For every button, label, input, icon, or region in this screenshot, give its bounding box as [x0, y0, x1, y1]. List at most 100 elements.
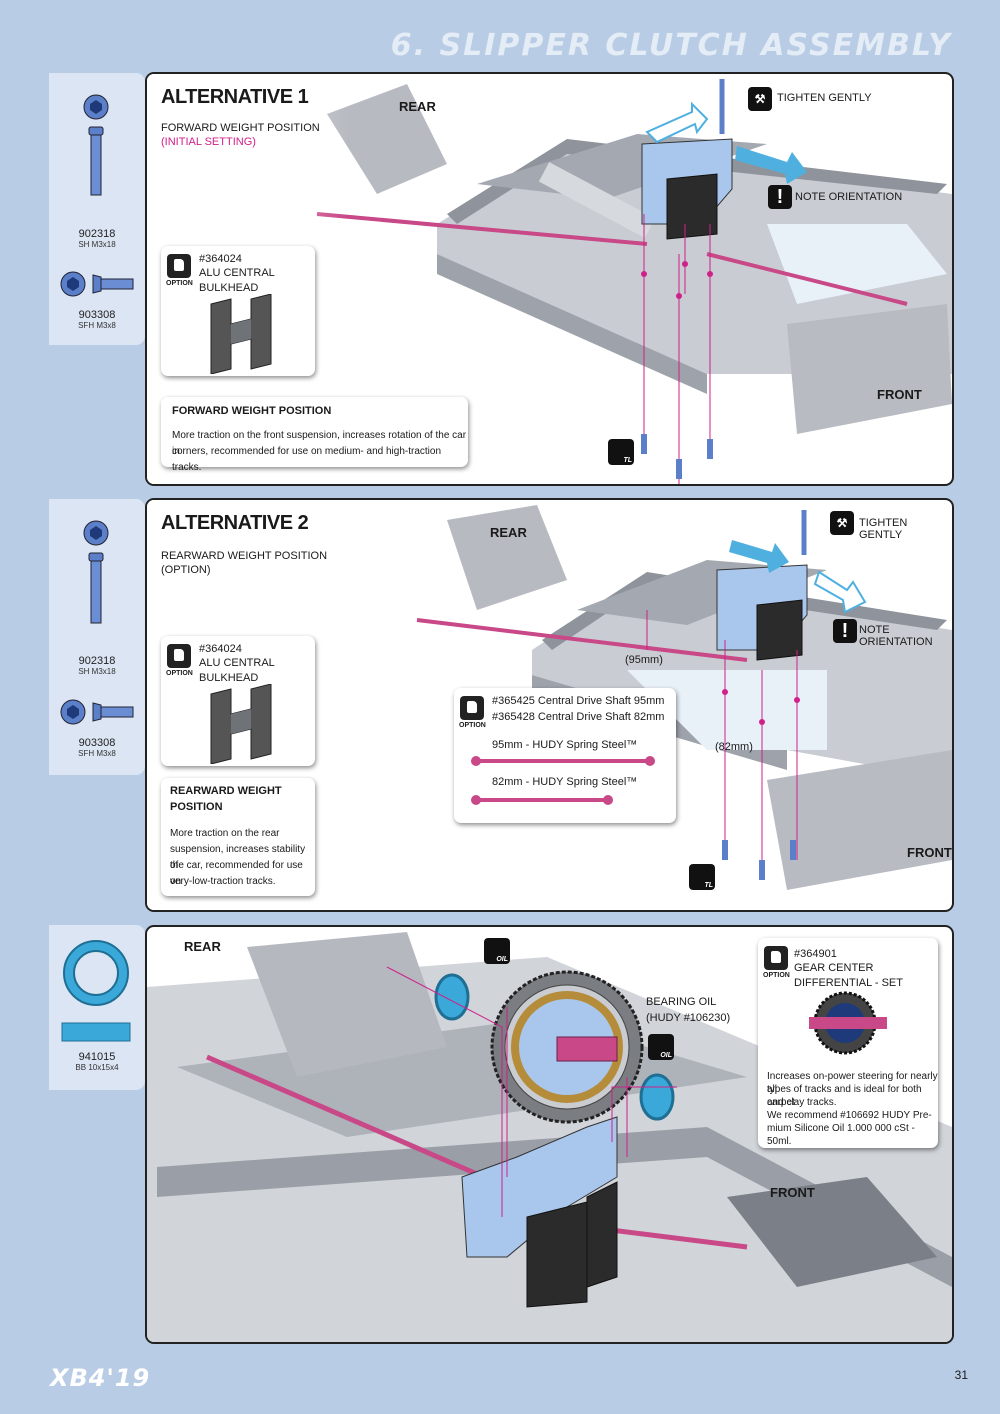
rear-text: REAR — [399, 99, 436, 114]
warning-icon: ! — [833, 619, 857, 643]
alt1-subtitle: FORWARD WEIGHT POSITION — [161, 122, 320, 134]
part-number: 941015 — [78, 1051, 116, 1063]
bulkhead-image — [210, 684, 272, 764]
parts-sidebar-3: 941015 BB 10x15x4 — [49, 925, 145, 1090]
info-card-rearward-weight: REARWARD WEIGHT POSITION More traction o… — [161, 778, 315, 896]
tool-text: TL — [704, 882, 713, 889]
part-desc: BB 10x15x4 — [75, 1063, 119, 1072]
info-body-line2: suspension, increases stability of — [170, 844, 306, 871]
alt2-subtitle: REARWARD WEIGHT POSITION — [161, 550, 328, 562]
option-card-gear-diff: OPTION #364901 GEAR CENTER DIFFERENTIAL … — [758, 938, 938, 1148]
info-body-line2: corners, recommended for use on medium- … — [172, 446, 442, 473]
warning-icon: ! — [768, 185, 792, 209]
gear-diff-info-line5: mium Silicone Oil 1.000 000 cSt - 50ml. — [767, 1123, 915, 1147]
tighten-label: TIGHTEN GENTLY — [859, 517, 908, 541]
dim-95mm: (95mm) — [625, 654, 663, 666]
oil-icon: OIL — [484, 938, 510, 964]
info-title-line2: POSITION — [170, 801, 223, 813]
info-title: FORWARD WEIGHT POSITION — [172, 405, 332, 417]
shaft-95-image — [471, 756, 655, 766]
shaft-95-label: 95mm - HUDY Spring Steel™ — [492, 739, 638, 751]
thumb-up-icon — [460, 696, 484, 720]
part-number: 902318 — [78, 655, 116, 667]
part-label-903308: 903308 SFH M3x8 — [49, 309, 145, 330]
info-title-line1: REARWARD WEIGHT — [170, 785, 282, 797]
note-orientation-label: NOTE ORIENTATION — [795, 191, 903, 203]
gear-diff-info-line3: and clay tracks. — [767, 1097, 837, 1108]
threadlock-icon: TL — [608, 439, 634, 465]
alt2-setting: (OPTION) — [161, 564, 211, 576]
part-number: 903308 — [78, 309, 116, 321]
option-part-number: #364024 — [199, 643, 242, 655]
option-part-name: ALU CENTRAL BULKHEAD — [199, 267, 275, 294]
rear-label: REAR — [184, 939, 221, 954]
parts-sidebar-1: 902318 SH M3x18 903308 SFH M3x8 — [49, 73, 145, 345]
tool-text: TL — [623, 457, 632, 464]
section-title: 6. SLIPPER CLUTCH ASSEMBLY — [390, 28, 952, 63]
info-body-line4: very-low-traction tracks. — [170, 876, 276, 887]
bearing-oil-label: BEARING OIL — [646, 996, 717, 1008]
alt1-setting: (INITIAL SETTING) — [161, 136, 256, 148]
panel-center-diff: REAR FRONT OIL OIL BEARING OIL (HUDY #10… — [145, 925, 954, 1344]
part-label-903308: 903308 SFH M3x8 — [49, 737, 145, 758]
front-text: FRONT — [907, 845, 952, 860]
front-text: FRONT — [770, 1185, 815, 1200]
diff-illustration — [147, 932, 952, 1342]
note-orientation-label: NOTE ORIENTATION — [859, 624, 933, 648]
oil-text: OIL — [660, 1052, 672, 1059]
thumb-up-icon — [167, 644, 191, 668]
info-body-line3: the car, recommended for use on — [170, 860, 303, 887]
option-card-drive-shafts: OPTION #365425 Central Drive Shaft 95mm … — [454, 688, 676, 823]
part-number: 902318 — [78, 228, 116, 240]
part-desc: SFH M3x8 — [78, 749, 116, 758]
alt2-title: ALTERNATIVE 2 — [161, 512, 309, 534]
screw-icon — [60, 520, 134, 725]
front-label: FRONT — [907, 845, 952, 860]
option-card-alu-bulkhead-1: OPTION #364024 ALU CENTRAL BULKHEAD — [161, 246, 315, 376]
rear-text: REAR — [490, 525, 527, 540]
screw-icon — [60, 94, 134, 297]
tighten-label: TIGHTEN GENTLY — [777, 92, 872, 104]
thumb-up-icon — [764, 946, 788, 970]
shaft-82-image — [471, 795, 613, 805]
page-number: 31 — [954, 1368, 968, 1382]
dim-82mm: (82mm) — [715, 741, 753, 753]
part-number: 903308 — [78, 737, 116, 749]
part-label-941015: 941015 BB 10x15x4 — [49, 1051, 145, 1072]
wrench-icon: ⚒ — [830, 511, 854, 535]
xb4-logo: XB4'19 — [50, 1364, 151, 1392]
info-body-line1: More traction on the front suspension, i… — [172, 430, 467, 457]
front-text: FRONT — [877, 387, 922, 402]
option-card-alu-bulkhead-2: OPTION #364024 ALU CENTRAL BULKHEAD — [161, 636, 315, 766]
wrench-icon: ⚒ — [748, 87, 772, 111]
rear-label: REAR — [399, 99, 436, 114]
gear-diff-image — [809, 991, 887, 1055]
part-label-902318: 902318 SH M3x18 — [49, 655, 145, 676]
shaft-part-95: #365425 Central Drive Shaft 95mm — [492, 695, 665, 707]
option-label: OPTION — [166, 280, 193, 287]
option-label: OPTION — [166, 670, 193, 677]
panel-alternative-2: ALTERNATIVE 2 REARWARD WEIGHT POSITION (… — [145, 498, 954, 912]
bearing-oil-part: (HUDY #106230) — [646, 1012, 731, 1024]
part-desc: SFH M3x8 — [78, 321, 116, 330]
bearing-icon — [61, 940, 131, 1042]
oil-text: OIL — [496, 956, 508, 963]
option-part-name: GEAR CENTER DIFFERENTIAL - SET — [794, 962, 903, 989]
bulkhead-image — [210, 294, 272, 374]
info-body-line1: More traction on the rear — [170, 828, 280, 839]
option-label: OPTION — [459, 722, 486, 729]
rear-text: REAR — [184, 939, 221, 954]
option-part-name: ALU CENTRAL BULKHEAD — [199, 657, 275, 684]
thumb-up-icon — [167, 254, 191, 278]
gear-diff-info-line4: We recommend #106692 HUDY Pre- — [767, 1110, 932, 1121]
shaft-part-82: #365428 Central Drive Shaft 82mm — [492, 711, 665, 723]
part-desc: SH M3x18 — [78, 240, 116, 249]
info-card-forward-weight: FORWARD WEIGHT POSITION More traction on… — [161, 397, 468, 473]
option-label: OPTION — [763, 972, 790, 979]
alt1-title: ALTERNATIVE 1 — [161, 86, 309, 108]
panel-alternative-1: ALTERNATIVE 1 FORWARD WEIGHT POSITION (I… — [145, 72, 954, 486]
rear-label: REAR — [490, 525, 527, 540]
front-label: FRONT — [877, 387, 922, 402]
shaft-82-label: 82mm - HUDY Spring Steel™ — [492, 776, 638, 788]
gear-diff-info-line1: Increases on-power steering for nearly a… — [767, 1071, 938, 1095]
